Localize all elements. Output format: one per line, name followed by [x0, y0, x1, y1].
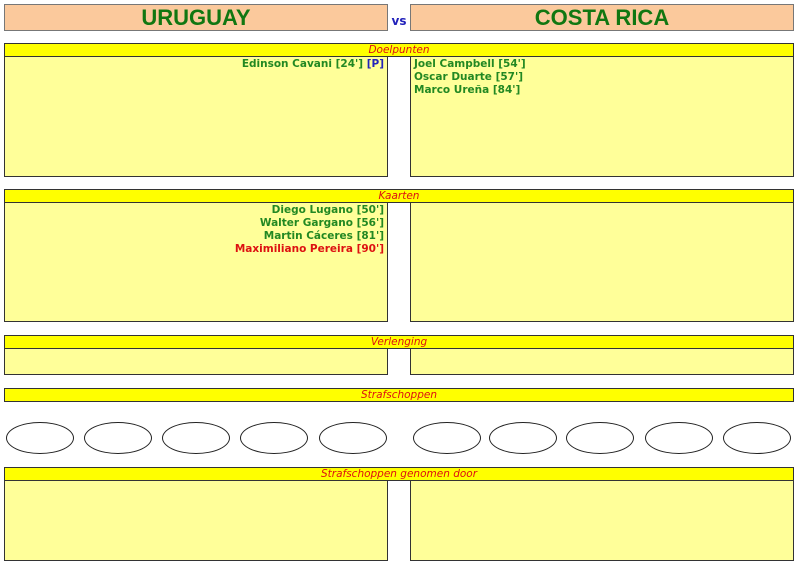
- away-penalty-5: [723, 422, 791, 454]
- card-entry: Walter Gargano [56']: [259, 217, 384, 229]
- penalty-badge: [P]: [366, 58, 384, 70]
- away-penalty-takers: [410, 480, 794, 561]
- goal-entry: Joel Campbell [54']: [414, 58, 526, 70]
- goal-entry: Marco Ureña [84']: [414, 84, 521, 96]
- penalties-header: Strafschoppen: [4, 388, 794, 402]
- away-penalty-2: [489, 422, 557, 454]
- card-entry-red: Maximiliano Pereira [90']: [234, 243, 384, 255]
- goals-header: Doelpunten: [4, 43, 794, 57]
- away-team-title: COSTA RICA: [410, 4, 794, 31]
- home-penalty-1: [6, 422, 74, 454]
- goal-entry: Oscar Duarte [57']: [414, 71, 523, 83]
- goal-entry: Edinson Cavani [24'] [P]: [241, 58, 384, 70]
- card-entry: Martin Cáceres [81']: [263, 230, 384, 242]
- away-goals: Joel Campbell [54'] Oscar Duarte [57'] M…: [410, 56, 794, 177]
- home-penalty-4: [240, 422, 308, 454]
- cards-header: Kaarten: [4, 189, 794, 203]
- away-penalty-3: [566, 422, 634, 454]
- home-team-title: URUGUAY: [4, 4, 388, 31]
- vs-label: vs: [391, 14, 407, 28]
- away-penalty-1: [413, 422, 481, 454]
- card-entry: Diego Lugano [50']: [271, 204, 384, 216]
- away-penalty-4: [645, 422, 713, 454]
- extra-time-header: Verlenging: [4, 335, 794, 349]
- home-penalty-2: [84, 422, 152, 454]
- home-cards: Diego Lugano [50'] Walter Gargano [56'] …: [4, 202, 388, 322]
- home-penalty-takers: [4, 480, 388, 561]
- away-cards: [410, 202, 794, 322]
- home-goals: Edinson Cavani [24'] [P]: [4, 56, 388, 177]
- home-extra-time: [4, 348, 388, 375]
- away-extra-time: [410, 348, 794, 375]
- home-penalty-5: [319, 422, 387, 454]
- penalty-takers-header: Strafschoppen genomen door: [4, 467, 794, 481]
- home-penalty-3: [162, 422, 230, 454]
